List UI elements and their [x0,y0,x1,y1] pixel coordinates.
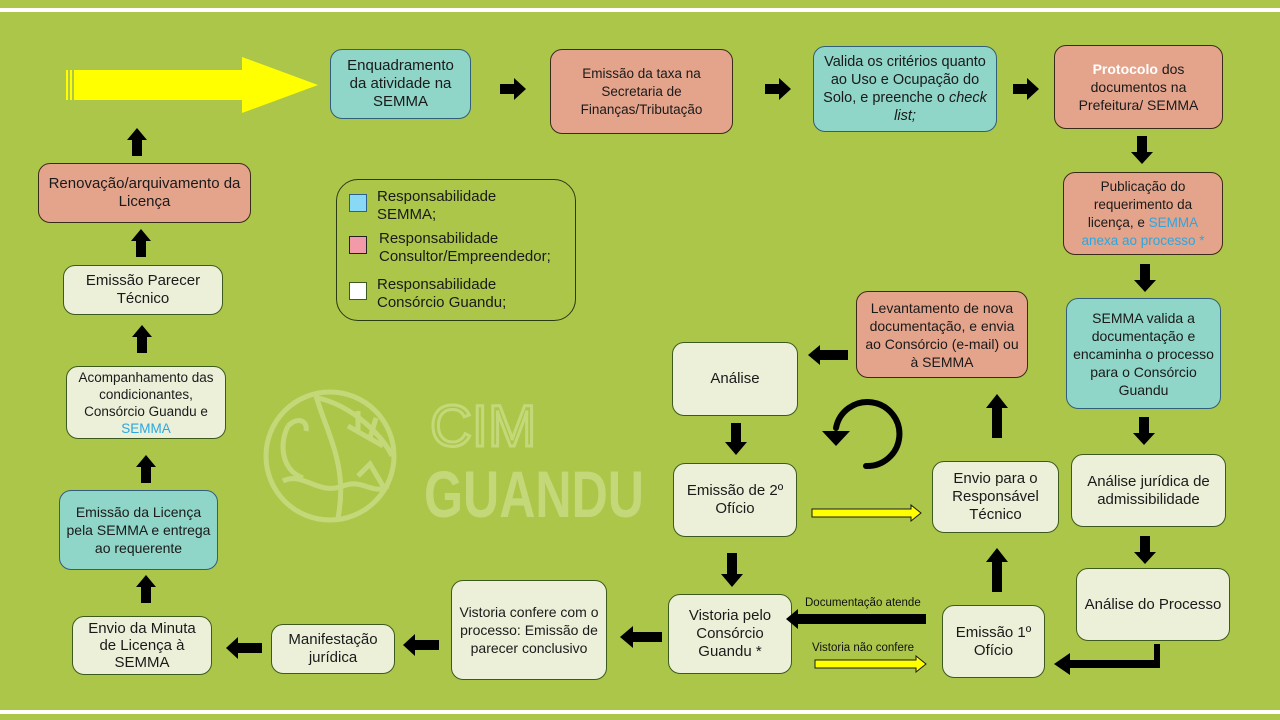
step-text: Valida os critérios quanto ao Uso e Ocup… [820,53,990,125]
arrow-up-icon [136,575,156,603]
step-text: Envio para o Responsável Técnico [952,470,1039,523]
legend-swatch-semma [349,194,367,212]
arrow-up-icon [136,455,156,483]
step-text: Publicação do requerimento da licença, e… [1070,178,1216,250]
arrow-left-icon [403,634,439,656]
arrow-yellow-right-icon [811,504,922,522]
step-renovacao: Renovação/arquivamento da Licença [38,163,251,223]
step-levantamento: Levantamento de nova documentação, e env… [856,291,1028,378]
arrow-left-icon [786,609,926,629]
step-text-bold: Protocolo [1092,61,1158,77]
arrow-right-icon [1013,78,1039,100]
arrow-yellow-right-icon [814,655,927,673]
step-analise-juridica: Análise jurídica de admissibilidade [1071,454,1226,527]
step-vistoria-consorcio: Vistoria pelo Consórcio Guandu * [668,594,792,674]
step-text-italic: check list; [894,90,987,124]
step-text: SEMMA valida a documentação e encaminha … [1073,309,1214,398]
step-text: Protocolo dos documentos na Prefeitura/ … [1061,60,1216,114]
step-acompanhamento: Acompanhamento das condicionantes, Consó… [66,366,226,439]
step-text: Emissão Parecer Técnico [85,272,201,307]
step-emissao-licenca: Emissão da Licença pela SEMMA e entrega … [59,490,218,570]
arrow-down-icon [725,423,747,455]
step-text-main: dos documentos na Prefeitura/ SEMMA [1078,61,1199,113]
step-text: Emissão da Licença pela SEMMA e entrega … [66,504,211,556]
arrow-down-icon [1134,264,1156,292]
arrow-right-icon [765,78,791,100]
step-analise: Análise [672,342,798,416]
arrow-up-icon [986,548,1008,592]
step-text-semma: SEMMA [121,420,171,436]
step-valida-criterios: Valida os critérios quanto ao Uso e Ocup… [813,46,997,132]
top-rule [0,8,1280,12]
step-vistoria-confere: Vistoria confere com o processo: Emissão… [451,580,607,680]
step-emissao-2-oficio: Emissão de 2º Ofício [673,463,797,537]
bottom-rule [0,710,1280,714]
arrow-up-icon [132,325,152,353]
step-semma-valida: SEMMA valida a documentação e encaminha … [1066,298,1221,409]
legend-swatch-consorcio [349,282,367,300]
arrow-right-icon [500,78,526,100]
loop-arrow-icon [822,399,903,470]
step-protocolo: Protocolo dos documentos na Prefeitura/ … [1054,45,1223,129]
arrow-down-icon [721,553,743,587]
step-text: Análise do Processo [1084,595,1222,613]
step-envio-responsavel: Envio para o Responsável Técnico [932,461,1059,533]
edge-label-vistoria-nao-confere: Vistoria não confere [812,642,915,654]
step-publicacao: Publicação do requerimento da licença, e… [1063,172,1223,255]
arrow-elbow-icon [1054,644,1160,675]
arrow-up-icon [131,229,151,257]
edge-label-documentacao-atende: Documentação atende [805,597,921,609]
step-text: Vistoria pelo Consórcio Guandu * [688,607,772,660]
step-text: Levantamento de nova documentação, e env… [865,299,1019,370]
step-text-main: Acompanhamento das condicionantes, Consó… [78,369,214,419]
step-analise-processo: Análise do Processo [1076,568,1230,641]
arrow-left-icon [808,345,848,365]
step-envio-minuta: Envio da Minuta de Licença à SEMMA [72,616,212,675]
arrow-up-icon [127,128,147,156]
arrow-down-icon [1131,136,1153,164]
step-emissao-1-oficio: Emissão 1º Ofício [942,605,1045,678]
step-text-semma: SEMMA anexa ao processo * [1081,214,1205,248]
step-text: Análise [710,370,760,387]
arrow-down-icon [1133,417,1155,445]
step-text: Enquadramento da atividade na SEMMA [347,57,454,110]
step-text: Acompanhamento das condicionantes, Consó… [73,369,219,437]
arrow-left-icon [226,637,262,659]
arrow-down-icon [1134,536,1156,564]
step-parecer-tecnico: Emissão Parecer Técnico [63,265,223,315]
step-text: Envio da Minuta de Licença à SEMMA [88,620,196,671]
cim-guandu-watermark: CIM GUANDU [258,386,648,531]
arrow-up-icon [986,394,1008,438]
step-text: Análise jurídica de admissibilidade [1087,472,1210,508]
step-text-main: Valida os critérios quanto ao Uso e Ocup… [823,54,986,106]
step-text: Vistoria confere com o processo: Emissão… [459,604,599,656]
start-arrow-icon [66,57,318,113]
step-text: Emissão da taxa na Secretaria de Finança… [580,65,703,117]
watermark-cim: CIM [430,394,536,459]
step-text: Renovação/arquivamento da Licença [48,175,241,210]
arrow-left-icon [620,626,662,648]
watermark-guandu: GUANDU [424,457,644,526]
step-text: Emissão 1º Ofício [955,623,1032,659]
step-enquadramento: Enquadramento da atividade na SEMMA [330,49,471,119]
step-text-main: Publicação do requerimento da licença, e [1087,178,1193,230]
legend-swatch-consultor [349,236,367,254]
step-text: Emissão de 2º Ofício [686,482,784,517]
step-manifestacao: Manifestação jurídica [271,624,395,674]
step-emissao-taxa: Emissão da taxa na Secretaria de Finança… [550,49,733,134]
logo-emblem-icon [263,389,397,523]
step-text: Manifestação jurídica [288,631,378,666]
